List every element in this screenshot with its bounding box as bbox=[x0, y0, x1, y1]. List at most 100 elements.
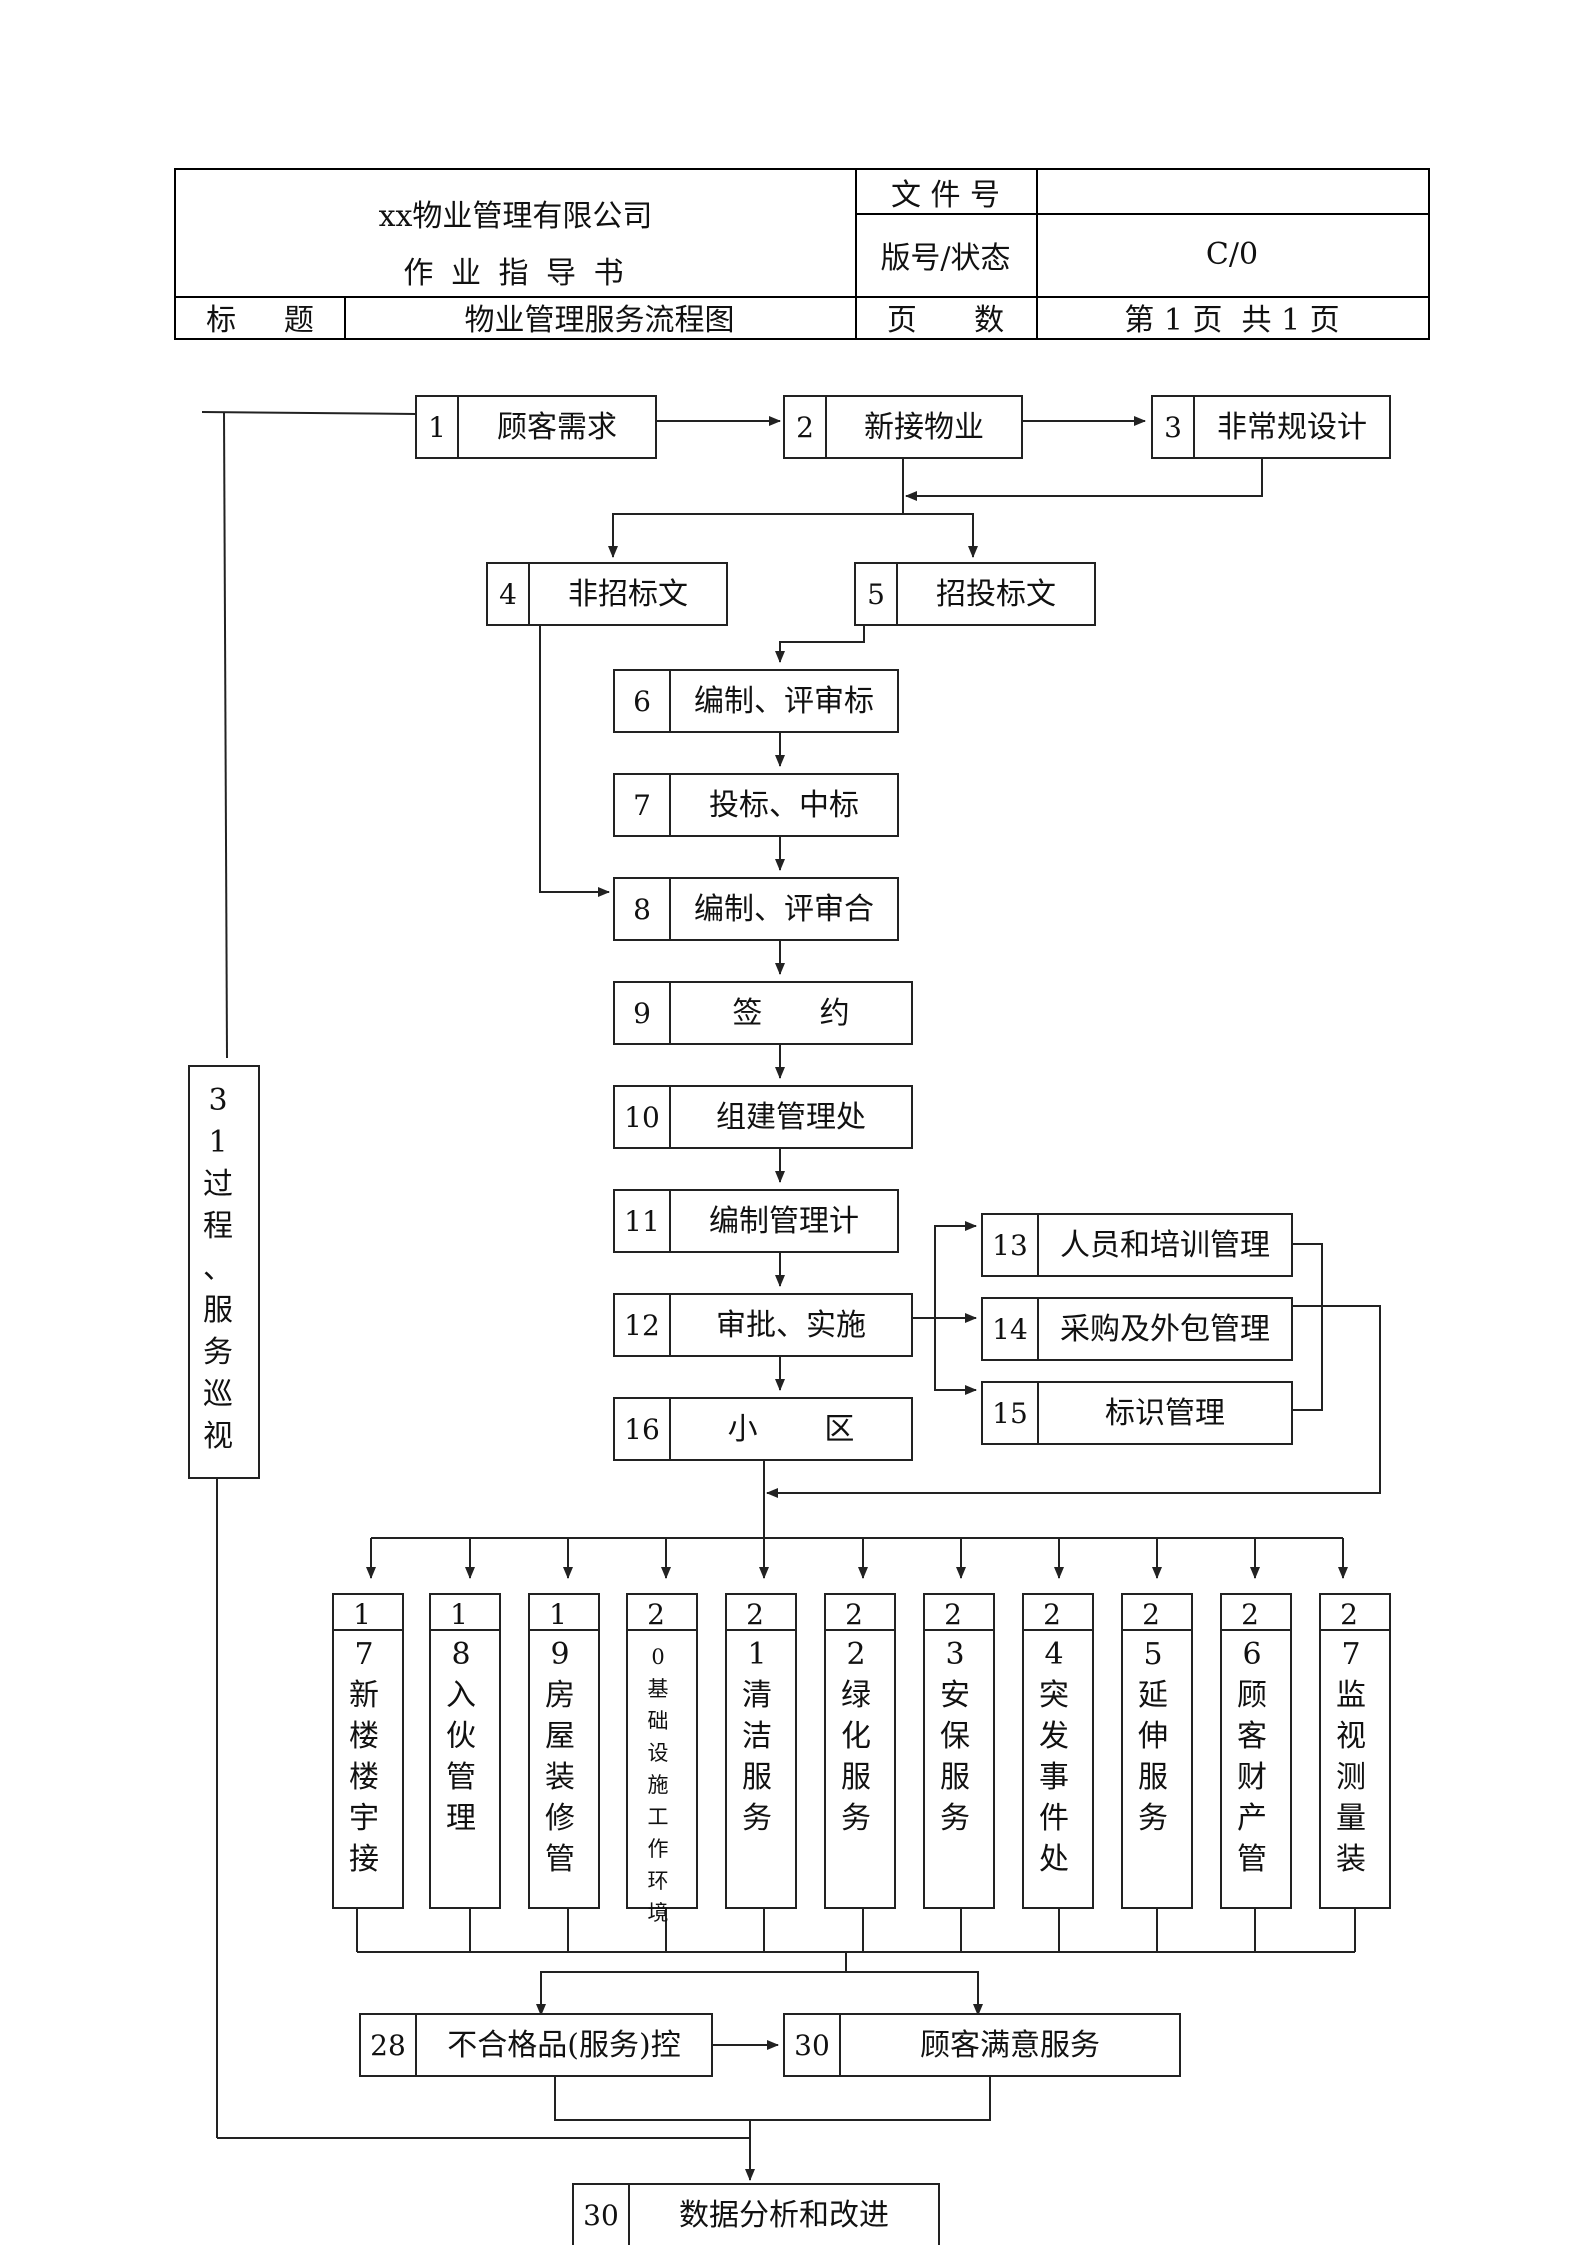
version-label: 版号/状态 bbox=[880, 240, 1011, 276]
connector-line bbox=[223, 411, 228, 1059]
node-label: 编制、评审标 bbox=[694, 684, 874, 719]
node-box bbox=[1022, 1593, 1094, 1909]
node-number: 1 bbox=[428, 411, 446, 444]
header-divider bbox=[855, 213, 1430, 215]
node-number: 14 bbox=[992, 1313, 1028, 1346]
connector-line bbox=[766, 1305, 1381, 1498]
connector-line bbox=[934, 1318, 977, 1395]
node-box bbox=[188, 1065, 260, 1479]
node-label: 审批、实施 bbox=[716, 1308, 866, 1343]
node-number: 1 bbox=[450, 1598, 468, 1631]
node-box bbox=[783, 2013, 1181, 2077]
node-box bbox=[981, 1297, 1293, 1361]
connector-line bbox=[775, 621, 865, 663]
node-number: 30 bbox=[583, 2199, 619, 2232]
node-number: 8 bbox=[633, 893, 651, 926]
node-number: 2 bbox=[944, 1598, 962, 1631]
node-label: 人员和培训管理 bbox=[1060, 1228, 1270, 1263]
pages-value: 第 1 页 共 1 页 bbox=[1124, 303, 1340, 338]
node-box bbox=[613, 669, 899, 733]
connector-line bbox=[539, 621, 610, 897]
connector-line bbox=[934, 1221, 977, 1318]
node-box bbox=[359, 2013, 713, 2077]
header-divider bbox=[1036, 170, 1038, 338]
node-label: 不合格品(服务)控 bbox=[447, 2028, 680, 2063]
header-divider bbox=[344, 296, 346, 338]
node-label: 招投标文 bbox=[936, 577, 1056, 612]
node-box bbox=[1151, 395, 1391, 459]
node-box bbox=[613, 1189, 899, 1253]
node-box bbox=[415, 395, 657, 459]
node-number: 2 bbox=[1241, 1598, 1259, 1631]
node-box bbox=[981, 1381, 1293, 1445]
node-number: 3 bbox=[1164, 411, 1182, 444]
node-box bbox=[783, 395, 1023, 459]
node-box bbox=[332, 1593, 404, 1909]
flow-node-n14: 14 采购及外包管理 bbox=[981, 1297, 1293, 1361]
node-box bbox=[613, 877, 899, 941]
node-number: 28 bbox=[370, 2029, 406, 2062]
pages-label: 页 数 bbox=[886, 303, 1005, 338]
node-box bbox=[1319, 1593, 1391, 1909]
node-number: 1 bbox=[549, 1598, 567, 1631]
node-label: 采购及外包管理 bbox=[1060, 1312, 1270, 1347]
flow-node-n5: 5 招投标文 bbox=[854, 562, 1096, 626]
connector-line bbox=[540, 1971, 979, 2014]
node-box bbox=[528, 1593, 600, 1909]
node-number: 30 bbox=[794, 2029, 830, 2062]
node-box bbox=[854, 562, 1096, 626]
node-number: 2 bbox=[1043, 1598, 1061, 1631]
node-label: 非招标文 bbox=[568, 577, 688, 612]
version-value: C/0 bbox=[1205, 237, 1259, 272]
node-number: 2 bbox=[1340, 1598, 1358, 1631]
header-divider bbox=[176, 296, 1428, 298]
node-label: 非常规设计 bbox=[1217, 410, 1367, 445]
node-number: 4 bbox=[499, 578, 517, 611]
node-number: 13 bbox=[992, 1229, 1028, 1262]
node-number: 2 bbox=[845, 1598, 863, 1631]
node-label: 签 约 bbox=[732, 996, 849, 1031]
document-type: 作 业 指 导 书 bbox=[403, 256, 628, 291]
node-box bbox=[613, 1397, 913, 1461]
node-number: 1 bbox=[353, 1598, 371, 1631]
node-box bbox=[572, 2183, 940, 2245]
node-number: 2 bbox=[647, 1598, 665, 1631]
node-number: 2 bbox=[796, 411, 814, 444]
connector-line bbox=[905, 454, 1263, 501]
node-label: 顾客满意服务 bbox=[920, 2028, 1100, 2063]
flow-node-n3: 3 非常规设计 bbox=[1151, 395, 1391, 459]
node-number: 9 bbox=[633, 997, 651, 1030]
node-box bbox=[626, 1593, 698, 1909]
connector-line bbox=[201, 411, 417, 415]
node-label: 数据分析和改进 bbox=[679, 2198, 889, 2233]
title-value: 物业管理服务流程图 bbox=[464, 303, 735, 338]
node-number: 16 bbox=[624, 1413, 660, 1446]
node-number: 6 bbox=[633, 685, 651, 718]
node-number: 5 bbox=[867, 578, 885, 611]
flow-node-n30a: 30 顾客满意服务 bbox=[783, 2013, 1181, 2077]
